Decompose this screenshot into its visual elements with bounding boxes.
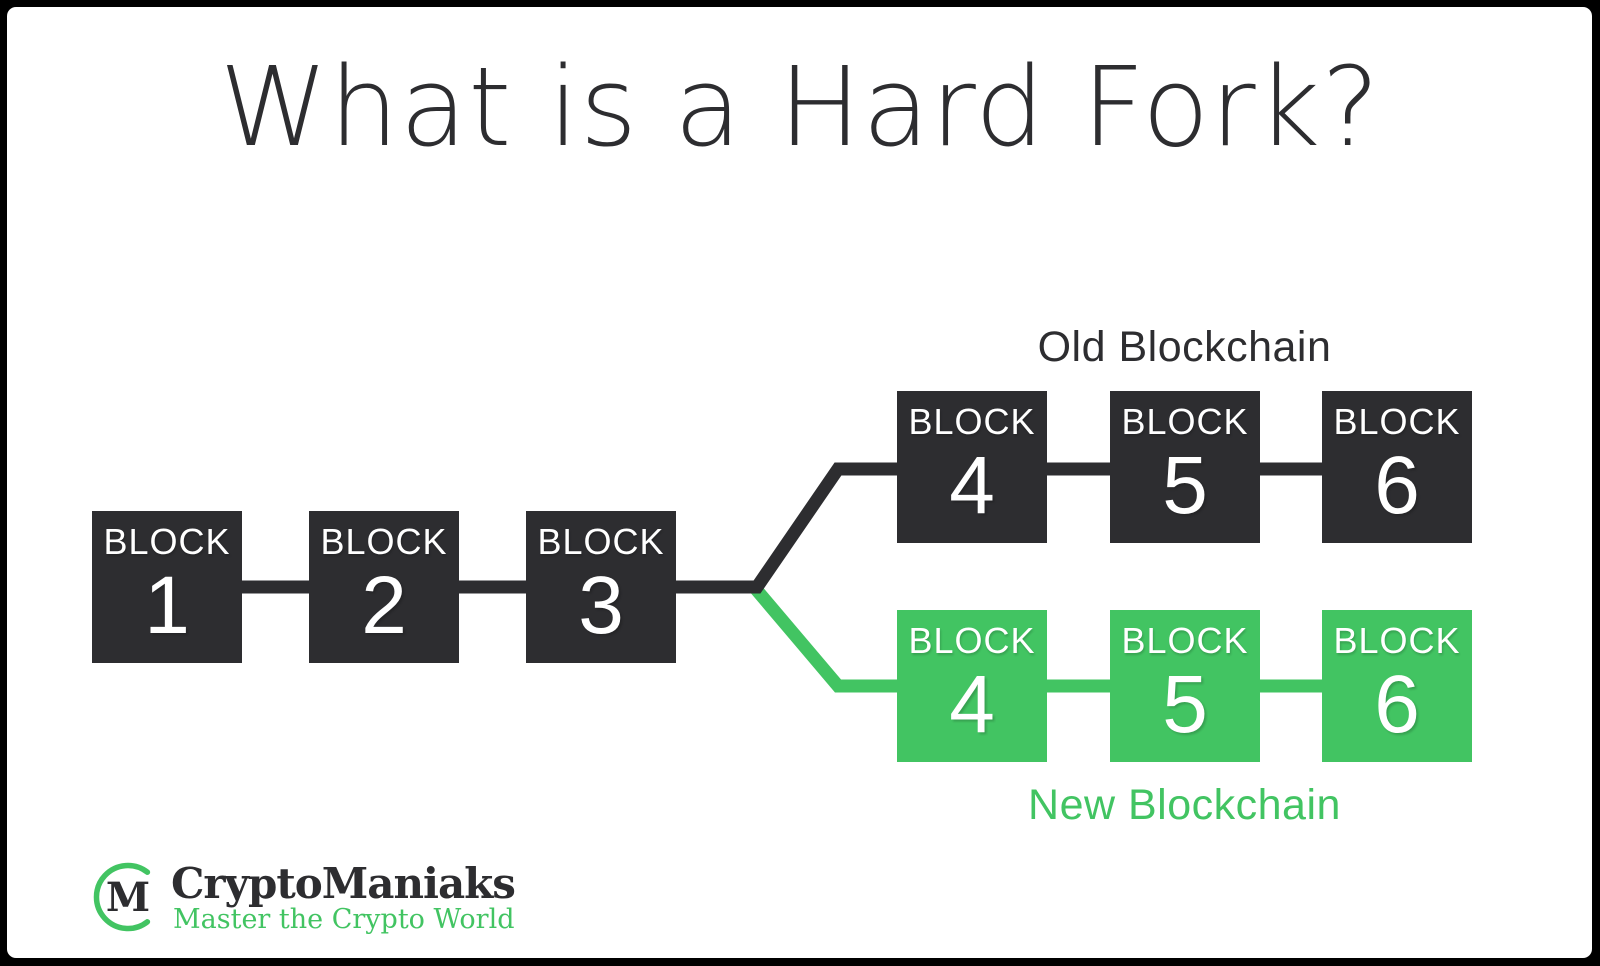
block-label: BLOCK [1333, 401, 1461, 442]
block-label: BLOCK [908, 401, 1036, 442]
block-new-5: BLOCK 5 [1110, 610, 1260, 762]
fork-line-old [670, 462, 905, 594]
new-blockchain-label: New Blockchain [1028, 781, 1341, 829]
block-old-4: BLOCK 4 [897, 391, 1047, 543]
block-new-4: BLOCK 4 [897, 610, 1047, 762]
block-new-6: BLOCK 6 [1322, 610, 1472, 762]
block-label: BLOCK [1121, 620, 1249, 661]
old-blockchain-label: Old Blockchain [1037, 323, 1332, 371]
block-label: BLOCK [1121, 401, 1249, 442]
block-number: 5 [1162, 659, 1208, 750]
block-1: BLOCK 1 [92, 511, 242, 663]
block-old-6: BLOCK 6 [1322, 391, 1472, 543]
logo-monogram: M [105, 873, 151, 921]
logo-name: CryptoManiaks [171, 859, 516, 908]
block-old-5: BLOCK 5 [1110, 391, 1260, 543]
block-number: 4 [949, 659, 995, 750]
logo-tagline: Master the Crypto World [173, 904, 515, 935]
block-number: 6 [1374, 659, 1420, 750]
block-label: BLOCK [537, 521, 665, 562]
block-3: BLOCK 3 [526, 511, 676, 663]
block-label: BLOCK [103, 521, 231, 562]
block-2: BLOCK 2 [309, 511, 459, 663]
block-label: BLOCK [908, 620, 1036, 661]
block-label: BLOCK [1333, 620, 1461, 661]
cryptomaniaks-ring-icon [93, 862, 151, 932]
block-label: BLOCK [320, 521, 448, 562]
block-number: 2 [361, 560, 407, 651]
block-number: 1 [144, 560, 190, 651]
page-title: What is a Hard Fork? [219, 43, 1381, 171]
block-number: 5 [1162, 440, 1208, 531]
block-number: 6 [1374, 440, 1420, 531]
fork-line-new [750, 583, 905, 693]
block-number: 4 [949, 440, 995, 531]
block-number: 3 [578, 560, 624, 651]
